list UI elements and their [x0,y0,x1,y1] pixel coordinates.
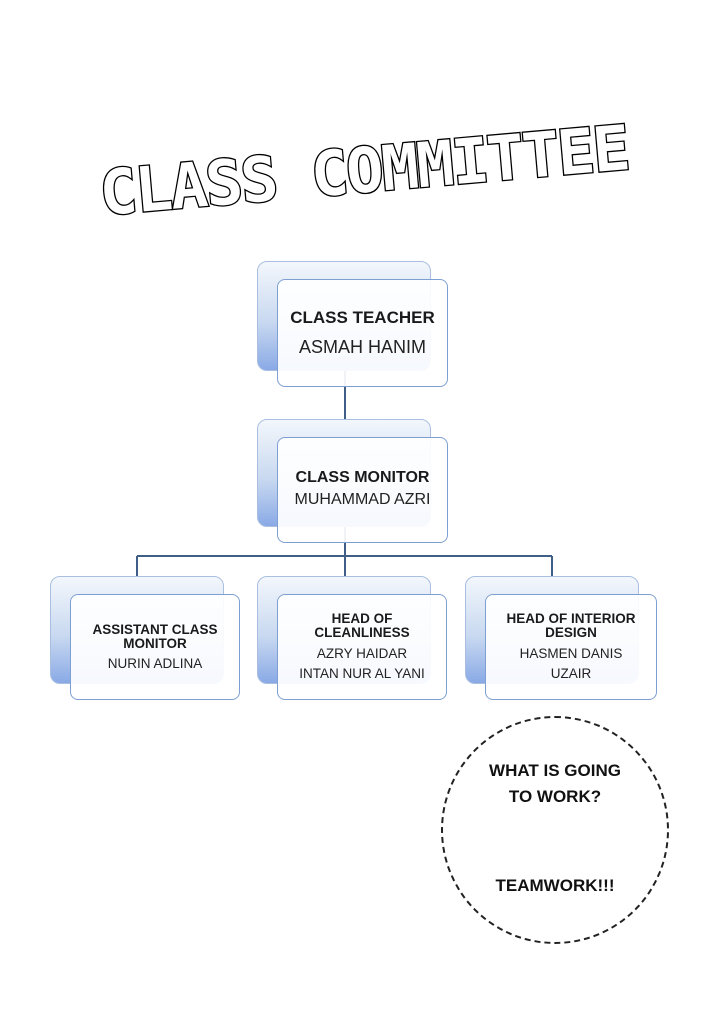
class-teacher-name: ASMAH HANIM [298,336,426,357]
assistant-monitor-node: ASSISTANT CLASS MONITOR NURIN ADLINA [50,576,240,700]
motto-question: WHAT IS GOING TO WORK? [489,761,621,806]
head-cleanliness-name-1: AZRY HAIDAR [316,645,408,661]
class-monitor-name: MUHAMMAD AZRI [294,491,431,509]
head-cleanliness-node: HEAD OF CLEANLINESS AZRY HAIDAR INTAN NU… [257,576,447,700]
head-interior-name-1: HASMEN DANIS [519,645,623,661]
head-cleanliness-role: HEAD OF CLEANLINESS [314,611,410,641]
class-teacher-node: CLASS TEACHER ASMAH HANIM [257,261,448,387]
assistant-monitor-name: NURIN ADLINA [107,655,203,671]
motto-answer: TEAMWORK!!! [495,876,615,895]
page-title: CLASS COMMITTEE [95,110,632,220]
motto-circle [441,716,669,944]
class-monitor-card: CLASS MONITOR MUHAMMAD AZRI [277,437,448,543]
head-interior-node: HEAD OF INTERIOR DESIGN HASMEN DANIS UZA… [465,576,657,700]
class-teacher-role: CLASS TEACHER [290,307,435,327]
assistant-monitor-card: ASSISTANT CLASS MONITOR NURIN ADLINA [70,594,240,700]
head-interior-name-2: UZAIR [550,666,592,682]
class-monitor-node: CLASS MONITOR MUHAMMAD AZRI [257,419,448,543]
class-teacher-card: CLASS TEACHER ASMAH HANIM [277,279,448,387]
head-cleanliness-card: HEAD OF CLEANLINESS AZRY HAIDAR INTAN NU… [277,594,447,700]
class-monitor-role: CLASS MONITOR [295,469,430,487]
head-cleanliness-name-2: INTAN NUR AL YANI [299,666,425,682]
assistant-monitor-role: ASSISTANT CLASS MONITOR [92,621,218,651]
head-interior-role: HEAD OF INTERIOR DESIGN [506,611,636,641]
head-interior-card: HEAD OF INTERIOR DESIGN HASMEN DANIS UZA… [485,594,657,700]
